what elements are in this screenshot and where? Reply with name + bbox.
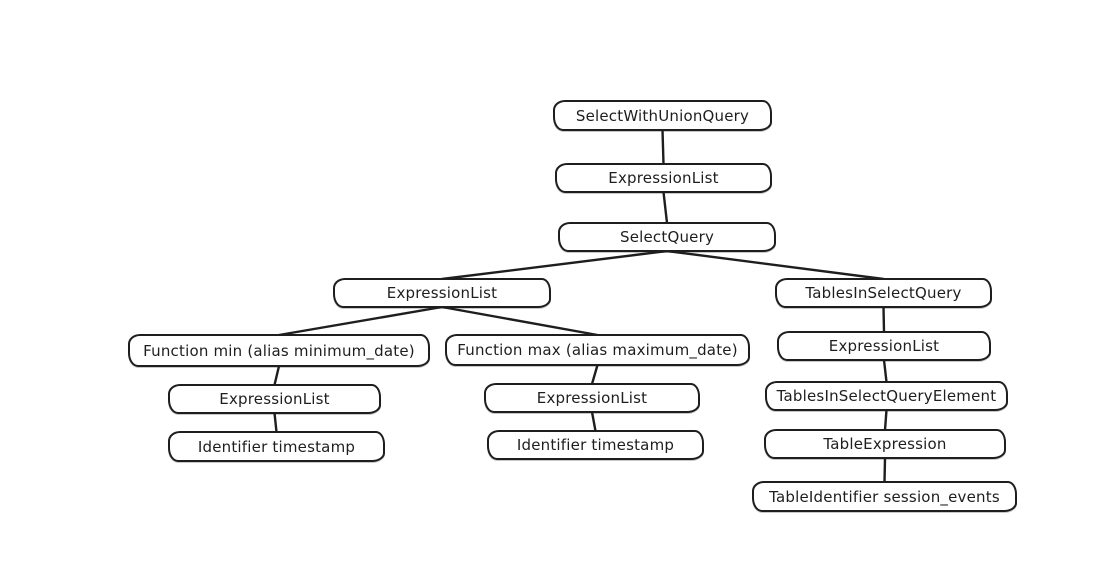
node-expression-list-top: ExpressionList: [555, 163, 772, 193]
node-select-query: SelectQuery: [558, 222, 776, 252]
edge-expression-list-select-to-function-min: [277, 305, 444, 337]
node-expression-list-select: ExpressionList: [333, 278, 551, 308]
edge-tables-in-select-query-element-to-table-expression: [883, 408, 888, 432]
edge-select-with-union-query-to-expression-list-top: [661, 128, 665, 166]
edge-expression-list-max-to-identifier-timestamp-max: [590, 410, 597, 433]
node-identifier-timestamp-min: Identifier timestamp: [168, 431, 385, 462]
node-select-with-union-query: SelectWithUnionQuery: [553, 100, 772, 131]
node-identifier-timestamp-max: Identifier timestamp: [487, 430, 704, 460]
node-function-min: Function min (alias minimum_date): [128, 334, 430, 367]
edge-tables-in-select-query-to-expression-list-tables: [882, 305, 886, 334]
edge-function-min-to-expression-list-min: [273, 364, 281, 387]
edge-expression-list-min-to-identifier-timestamp-min: [273, 411, 278, 434]
node-expression-list-tables: ExpressionList: [777, 331, 991, 361]
edge-select-query-to-expression-list-select: [440, 249, 669, 281]
node-expression-list-max: ExpressionList: [484, 383, 700, 413]
node-expression-list-min: ExpressionList: [168, 384, 381, 414]
edge-table-expression-to-table-identifier-session-events: [883, 456, 887, 484]
edge-expression-list-top-to-select-query: [662, 190, 669, 225]
node-function-max: Function max (alias maximum_date): [445, 334, 750, 366]
node-tables-in-select-query-element: TablesInSelectQueryElement: [765, 381, 1008, 411]
edge-expression-list-tables-to-tables-in-select-query-element: [882, 358, 888, 384]
edge-select-query-to-tables-in-select-query: [665, 249, 885, 281]
node-table-identifier-session-events: TableIdentifier session_events: [752, 481, 1017, 512]
node-table-expression: TableExpression: [764, 429, 1006, 459]
edge-function-max-to-expression-list-max: [590, 363, 599, 386]
edge-expression-list-select-to-function-max: [440, 305, 599, 337]
node-tables-in-select-query: TablesInSelectQuery: [775, 278, 992, 308]
